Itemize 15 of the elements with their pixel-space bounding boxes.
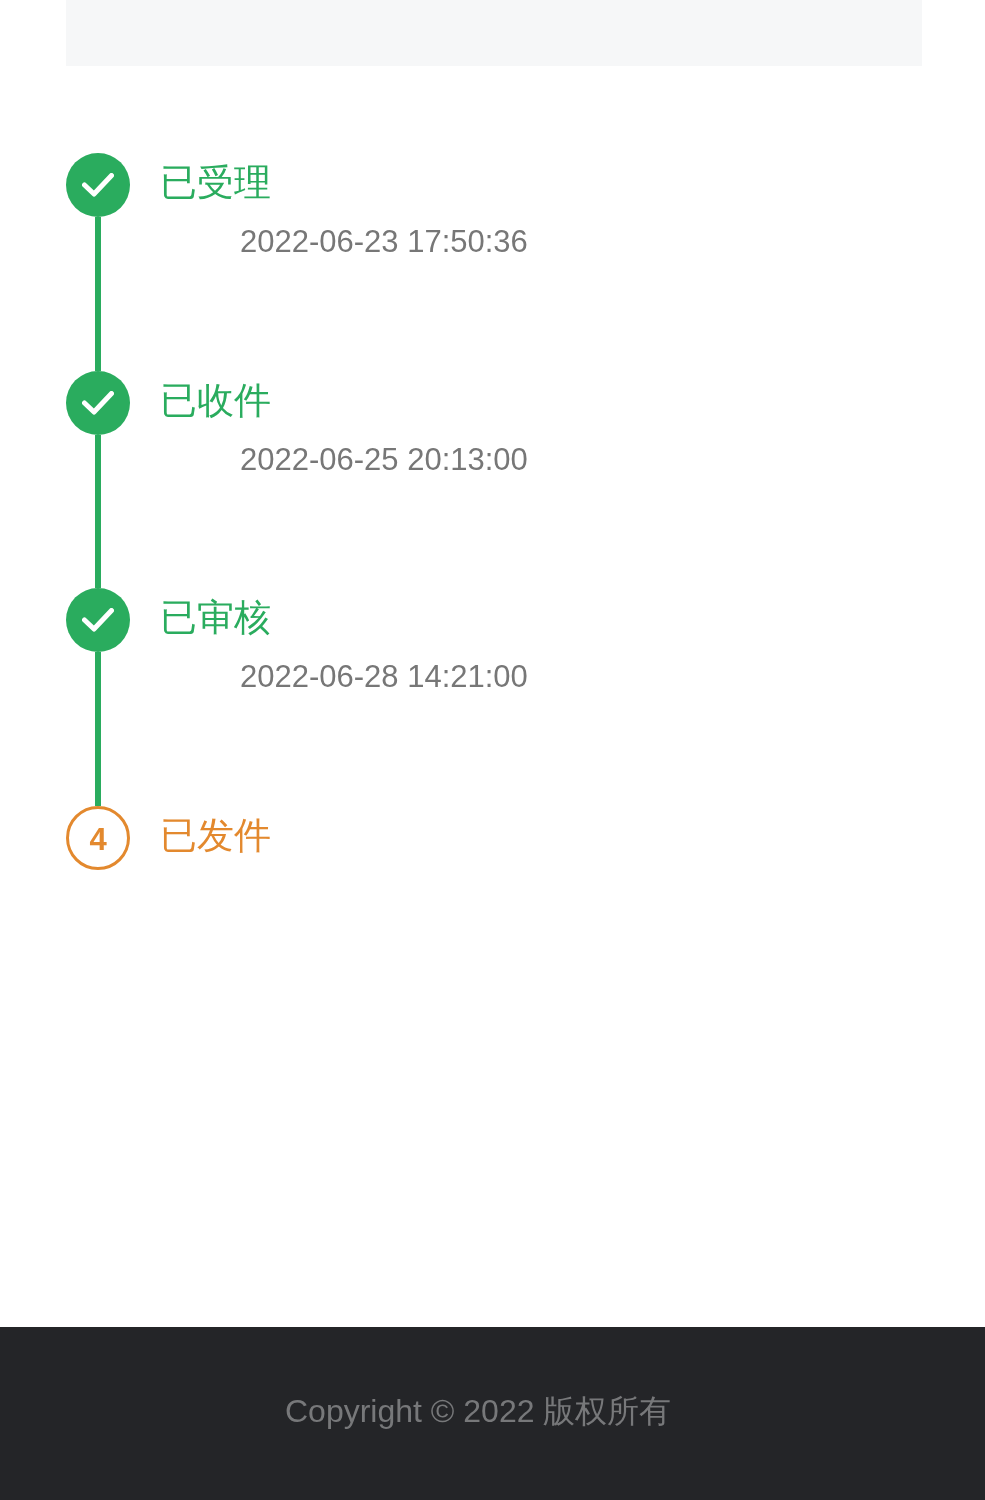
timestamp-text: 2022-06-28 14:21:00 xyxy=(240,659,528,695)
step-number-circle: 4 xyxy=(66,806,130,870)
connector-line xyxy=(95,435,101,588)
step-title: 已审核 xyxy=(160,596,271,640)
step-circle xyxy=(66,153,130,217)
step-title: 已发件 xyxy=(160,814,271,858)
timestamp-text: 2022-06-25 20:13:00 xyxy=(240,442,528,478)
connector-line xyxy=(95,652,101,806)
step-title: 已收件 xyxy=(160,379,271,423)
connector-line xyxy=(95,217,101,371)
timestamp-text: 2022-06-23 17:50:36 xyxy=(240,224,528,260)
step-title: 已受理 xyxy=(160,161,271,205)
step-circle xyxy=(66,371,130,435)
step-circle xyxy=(66,588,130,652)
copyright-text: Copyright © 2022 版权所有 xyxy=(285,1392,672,1431)
